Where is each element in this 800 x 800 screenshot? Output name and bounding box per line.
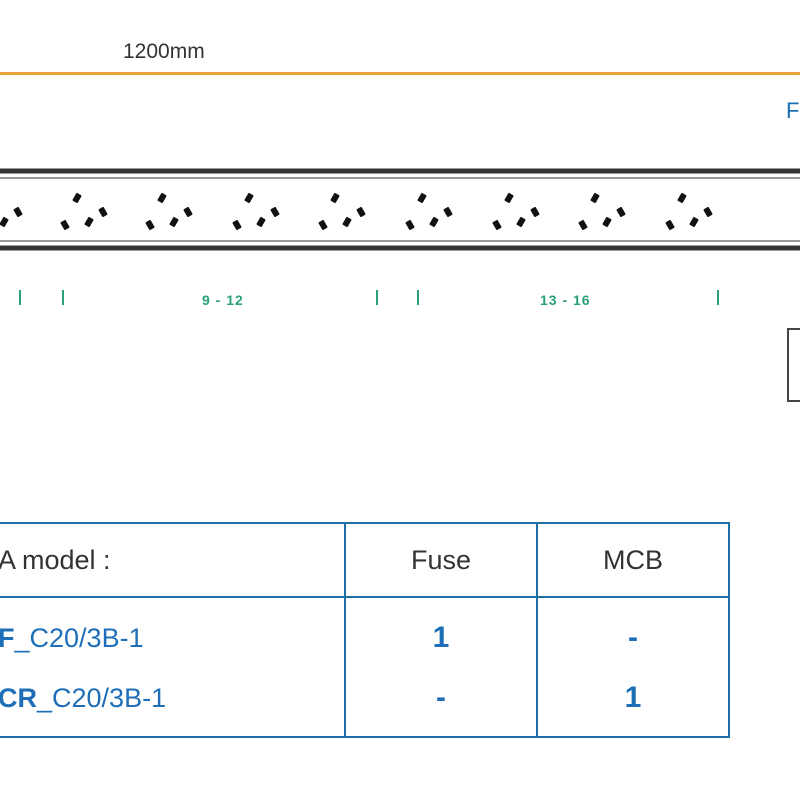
row-model: CR_C20/3B-1 <box>0 668 346 738</box>
corner-label: F <box>786 98 800 123</box>
row-mcb: 1 <box>536 668 730 738</box>
group-label-9-12: 9 - 12 <box>202 292 244 308</box>
table-header-row: A model : Fuse MCB <box>0 522 730 598</box>
row-fuse: 1 <box>344 596 538 668</box>
socket-pin <box>665 219 675 231</box>
socket-pin <box>530 206 540 218</box>
socket-pin <box>616 206 626 218</box>
socket-pin <box>330 192 340 204</box>
socket-pin <box>417 192 427 204</box>
socket-pin <box>84 216 94 228</box>
header-model: A model : <box>0 522 346 598</box>
socket-pin <box>689 216 699 228</box>
socket-pin <box>72 192 82 204</box>
socket-pin <box>157 192 167 204</box>
table-row: CR_C20/3B-1 - 1 <box>0 668 730 738</box>
socket-pin <box>13 206 23 218</box>
socket-pin <box>516 216 526 228</box>
socket-outlet <box>318 192 366 231</box>
socket-pin <box>145 219 155 231</box>
model-prefix: CR <box>0 682 37 713</box>
row-mcb: - <box>536 596 730 668</box>
dimension-label: 1200mm <box>123 40 205 63</box>
model-suffix: _C20/3B-1 <box>37 682 167 713</box>
group-ticks <box>19 290 719 305</box>
socket-pin <box>0 216 9 228</box>
row-fuse: - <box>344 668 538 738</box>
socket-pin <box>244 192 254 204</box>
model-suffix: _C20/3B-1 <box>14 622 144 653</box>
socket-outlet <box>578 192 626 231</box>
table-row: F_C20/3B-1 1 - <box>0 596 730 668</box>
socket-outlet <box>60 192 108 231</box>
socket-pin <box>590 192 600 204</box>
socket-pin <box>256 216 266 228</box>
socket-pin <box>169 216 179 228</box>
socket-pin <box>492 219 502 231</box>
socket-pin <box>342 216 352 228</box>
socket-outlet <box>0 206 23 228</box>
socket-strip <box>0 168 800 305</box>
socket-pin <box>405 219 415 231</box>
dimension-line <box>0 72 800 75</box>
socket-outlet <box>232 192 280 231</box>
socket-pin <box>677 192 687 204</box>
header-mcb: MCB <box>536 522 730 598</box>
socket-outlet <box>145 192 193 231</box>
socket-outlet <box>492 192 540 231</box>
socket-pin <box>504 192 514 204</box>
socket-outlet <box>665 192 713 231</box>
socket-pin <box>232 219 242 231</box>
socket-pin <box>98 206 108 218</box>
group-label-13-16: 13 - 16 <box>540 292 591 308</box>
side-box <box>787 328 800 402</box>
socket-pin <box>356 206 366 218</box>
socket-pin <box>703 206 713 218</box>
socket-pin <box>318 219 328 231</box>
model-prefix: F <box>0 623 15 653</box>
socket-pin <box>183 206 193 218</box>
header-fuse: Fuse <box>344 522 538 598</box>
spec-table: A model : Fuse MCB F_C20/3B-1 1 - CR_C20… <box>0 522 730 738</box>
socket-pin <box>578 219 588 231</box>
socket-pin <box>270 206 280 218</box>
row-model: F_C20/3B-1 <box>0 596 346 668</box>
socket-pin <box>602 216 612 228</box>
socket-outlet <box>405 192 453 231</box>
socket-pin <box>443 206 453 218</box>
socket-pin <box>60 219 70 231</box>
socket-outlets <box>0 192 713 231</box>
socket-pin <box>429 216 439 228</box>
